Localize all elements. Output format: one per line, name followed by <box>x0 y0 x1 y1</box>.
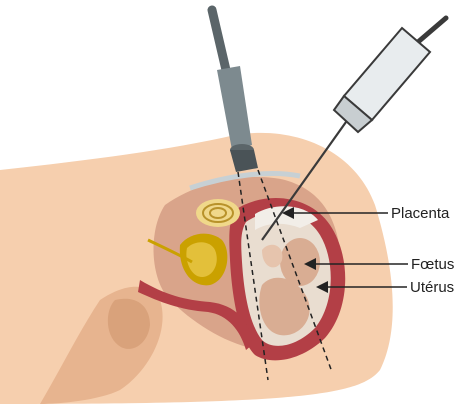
uterus-label: Utérus <box>410 279 454 296</box>
placenta-label: Placenta <box>391 205 450 222</box>
bowel-coil <box>196 199 240 227</box>
foetus-label: Fœtus <box>411 256 454 273</box>
